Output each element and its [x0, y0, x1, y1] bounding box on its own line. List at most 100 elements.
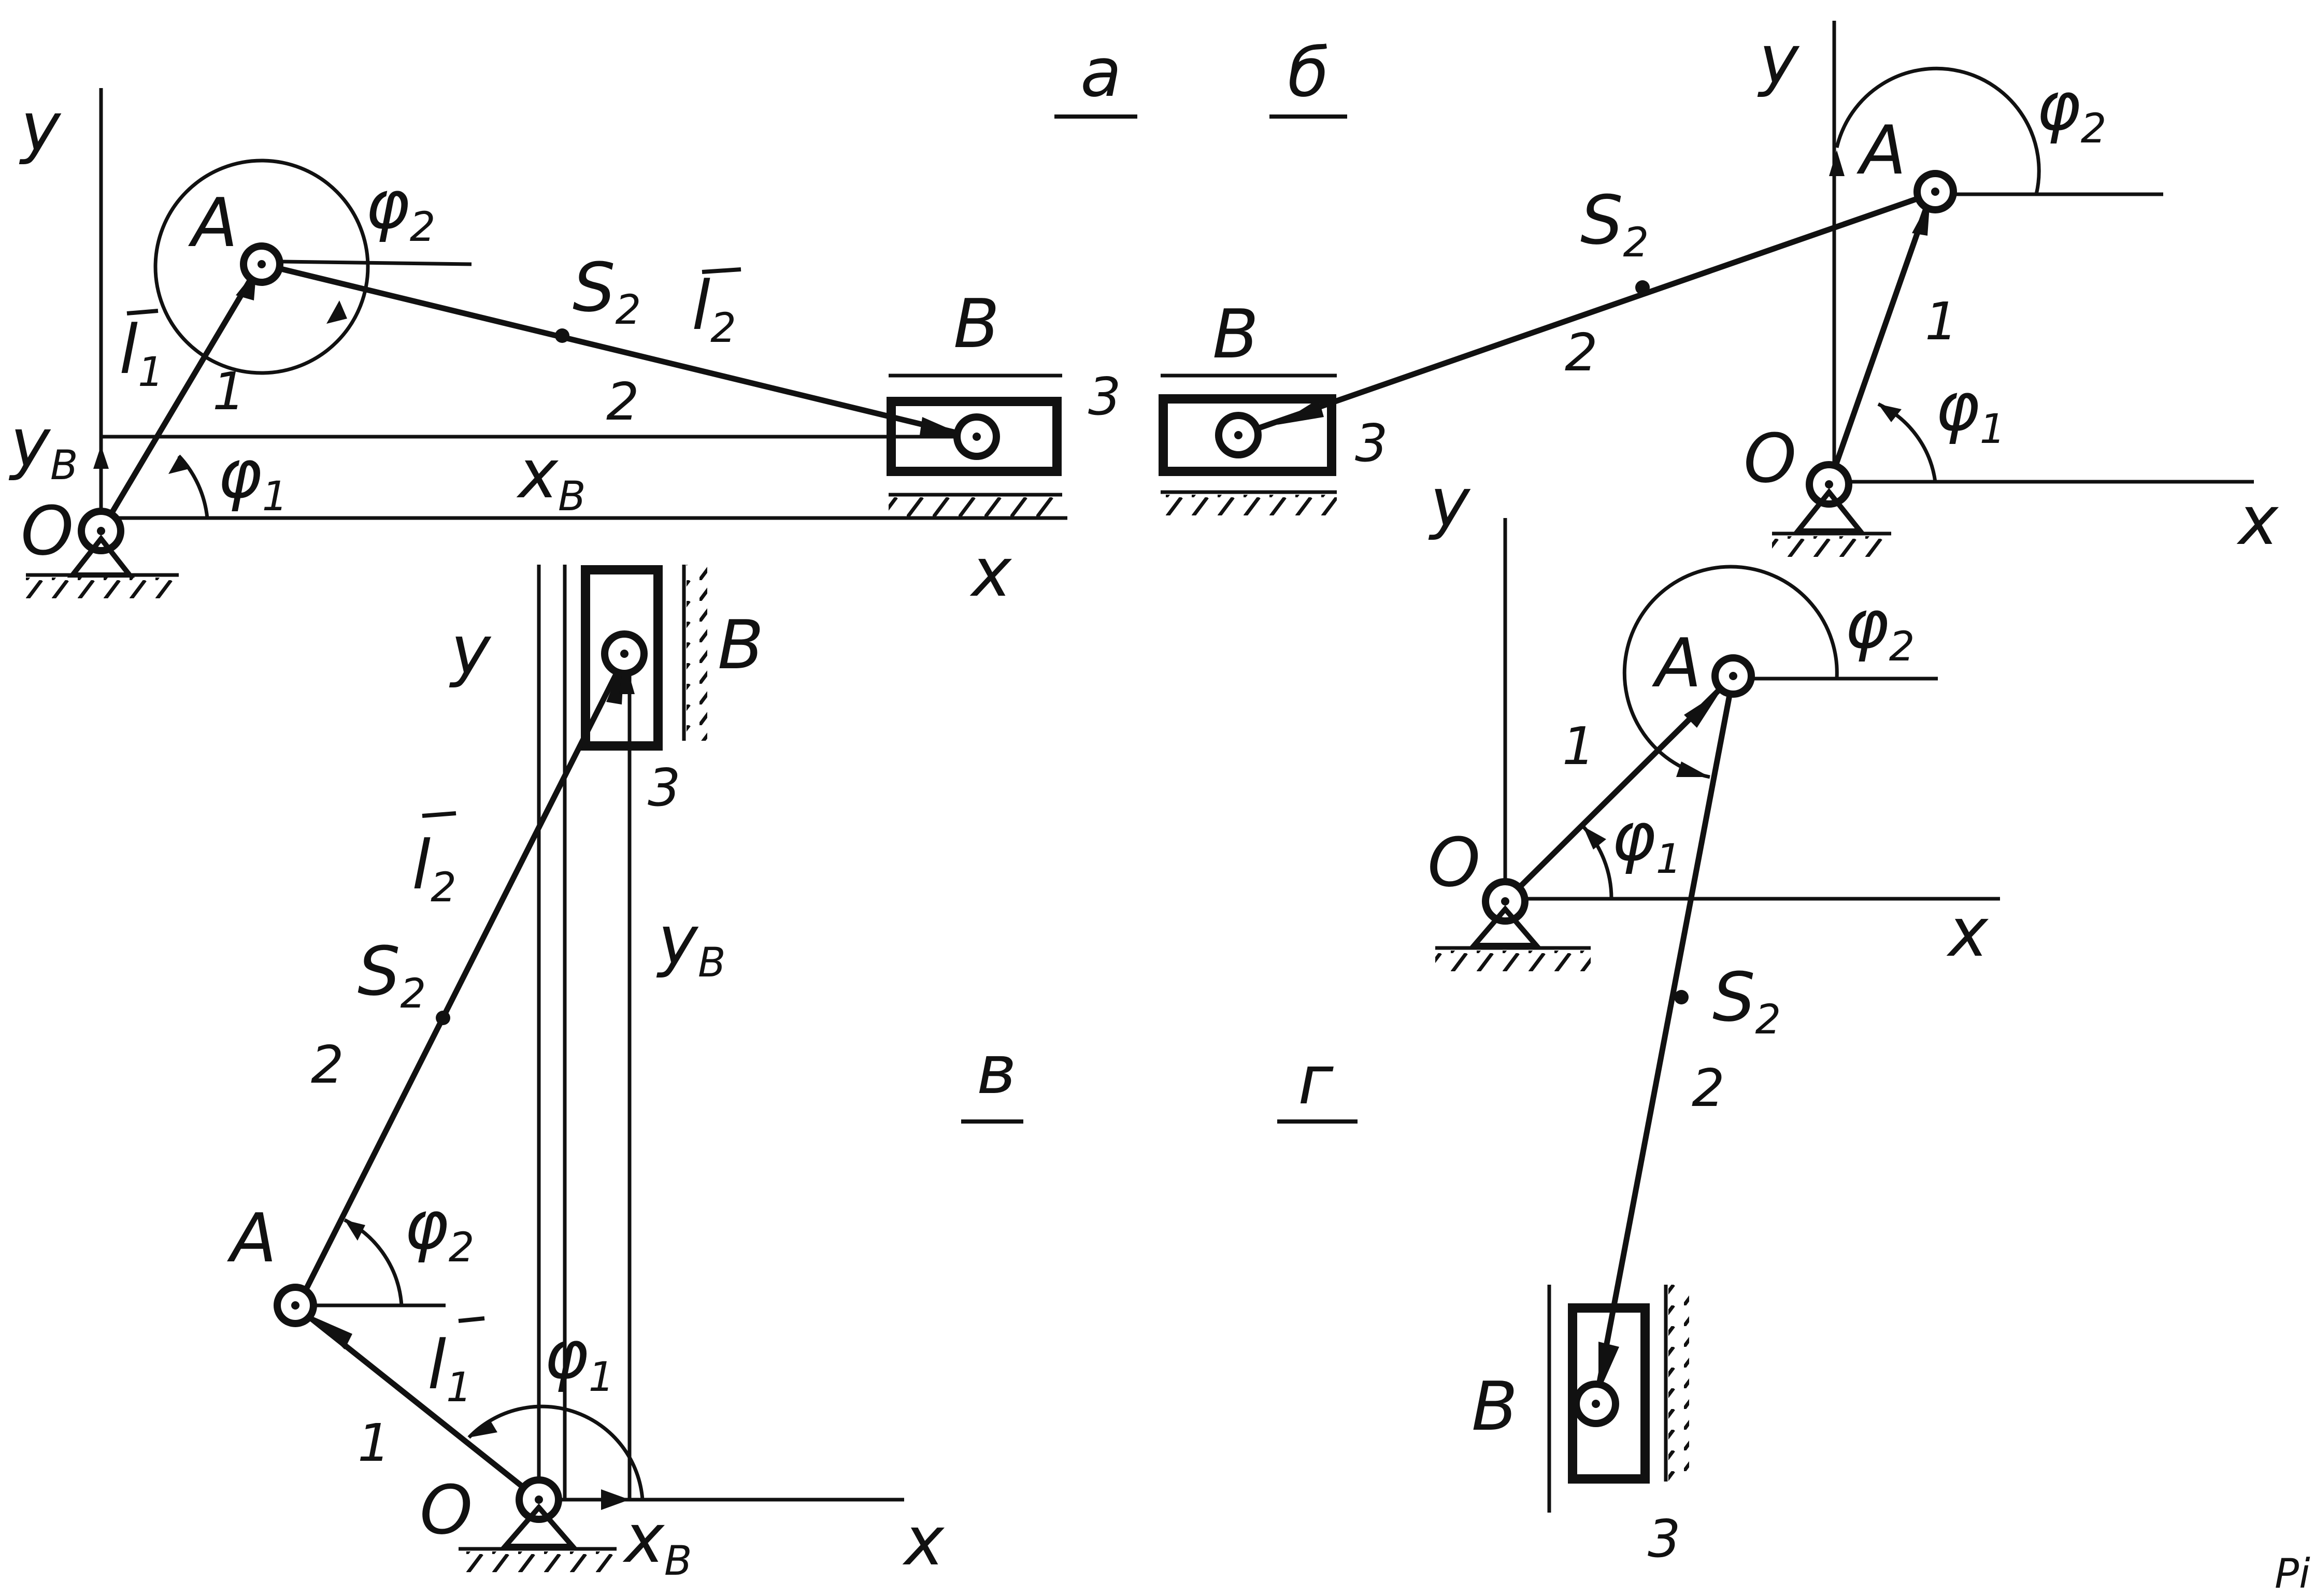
- panel-b-label-s2: S2: [1580, 181, 1649, 266]
- panel-a-link-1: [98, 268, 259, 533]
- panel-v-guide-hatch: [687, 565, 707, 741]
- panel-g-label-link-2: 2: [1692, 1058, 1725, 1118]
- panel-g-l1-arrow-icon: [1684, 692, 1720, 728]
- panel-v-label-s2: S2: [358, 932, 426, 1017]
- panel-a-point-s2: [555, 328, 569, 343]
- panel-a-label-link-3: 3: [1088, 366, 1121, 427]
- panel-a-label-y: y: [19, 88, 62, 166]
- panel-g-guide-hatch: [1668, 1285, 1689, 1482]
- panel-v-caption: в: [977, 1030, 1017, 1109]
- panel-g-slider-3: [1568, 1303, 1650, 1484]
- panel-b-label-phi1: φ1: [1935, 367, 2005, 453]
- panel-v-label-o: O: [420, 1471, 473, 1549]
- panel-b-label-b: B: [1212, 295, 1259, 373]
- panel-g-label-link-1: 1: [1562, 716, 1595, 777]
- panel-a-l2-arrow-icon: [920, 417, 964, 435]
- panel-a-slider-3: [887, 397, 1062, 476]
- panel-a-phi2-arrow-icon: [326, 300, 347, 324]
- panel-g-phi2-arc: [1622, 565, 1839, 779]
- panel-a-caption: а: [1080, 33, 1122, 112]
- panel-v-label-phi2: φ2: [404, 1186, 474, 1271]
- panel-a-l2-vector-bar: [702, 267, 741, 274]
- panel-g-l2-arrow-icon: [1598, 1342, 1619, 1393]
- panel-v-l2-vector-bar: [422, 811, 456, 818]
- panel-g-caption: г: [1298, 1041, 1334, 1119]
- panel-a-label-s2: S2: [573, 248, 641, 334]
- panel-g-label-x: x: [1946, 893, 1989, 972]
- panel-v-label-x: x: [902, 1502, 945, 1580]
- panel-g-link-2: [1593, 675, 1736, 1402]
- panel-g: y O A B x S2 φ2 φ1 1 2 3 г: [1277, 463, 2000, 1569]
- panel-a-phi1-arrow-icon: [168, 456, 189, 474]
- panel-b-label-x: x: [2236, 481, 2279, 560]
- panel-v-label-link-3: 3: [648, 757, 681, 818]
- panel-a-label-link-1: 1: [212, 361, 246, 422]
- panel-v-xb-arrow-icon: [601, 1489, 630, 1510]
- panel-v-l1-arrow-icon: [311, 1316, 352, 1349]
- panel-b-label-link-2: 2: [1565, 322, 1598, 383]
- panel-v-slider-3: [581, 565, 663, 751]
- panel-b-caption: б: [1288, 33, 1329, 112]
- panel-a-l1-vector-bar: [126, 309, 159, 315]
- panel-g-point-s2: [1674, 990, 1689, 1004]
- panel-a-label-xb: xB: [516, 435, 585, 520]
- panel-v-label-a: A: [227, 1199, 277, 1277]
- panel-g-ground-support: [1468, 905, 1542, 948]
- panel-b-label-a: A: [1856, 111, 1906, 190]
- panel-a-phi2-reference-line: [282, 260, 472, 266]
- panel-a-label-a: A: [188, 183, 238, 262]
- panel-g-ground-hatch: [1435, 951, 1591, 971]
- panel-g-label-y: y: [1428, 463, 1471, 542]
- panel-v-label-y: y: [449, 611, 492, 689]
- panel-b-point-s2: [1635, 280, 1650, 295]
- panel-b-label-phi2: φ2: [2036, 67, 2106, 152]
- panel-v-l1-vector-bar: [458, 1316, 485, 1323]
- panel-v-label-l2: l2: [412, 826, 456, 911]
- panel-g-label-phi1: φ1: [1611, 797, 1681, 883]
- panel-g-phi2-arrow-icon: [1676, 761, 1710, 777]
- panel-b-phi2-arc: [1835, 66, 2041, 195]
- panel-v-label-xb: xB: [622, 1499, 692, 1585]
- panel-v-ground-hatch: [459, 1551, 617, 1572]
- panel-v-ground-support: [499, 1503, 578, 1549]
- panel-v-label-yb: yB: [656, 901, 725, 986]
- panel-b-slider-3: [1159, 394, 1336, 476]
- panel-v-label-phi1: φ1: [544, 1315, 614, 1401]
- panel-g-phi1-arrow-icon: [1583, 826, 1606, 850]
- panel-b-phi1-arrow-icon: [1878, 404, 1902, 422]
- panel-a: y O A B x S2 l2 l1 φ2 φ1 yB xB 1 2 3 а: [8, 33, 1137, 612]
- panel-a-label-phi1: φ1: [218, 435, 288, 520]
- panel-b-phi2-arrow-icon: [1829, 150, 1845, 176]
- panel-g-label-o: O: [1427, 823, 1480, 902]
- panel-b-label-o: O: [1744, 419, 1796, 498]
- panel-a-label-l2: l2: [692, 266, 736, 352]
- panel-v-phi1-arrow-icon: [469, 1419, 497, 1437]
- corner-mark: Рі: [2275, 1551, 2310, 1593]
- panel-v-label-l1: l1: [427, 1326, 472, 1411]
- panel-a-label-b: B: [953, 284, 999, 363]
- panel-b-guide-hatch: [1161, 495, 1337, 515]
- panel-g-label-link-3: 3: [1648, 1508, 1681, 1569]
- panel-a-label-phi2: φ2: [365, 165, 435, 251]
- panel-a-ground-hatch: [26, 578, 179, 598]
- panel-v-label-b: B: [718, 606, 764, 684]
- panel-g-label-a: A: [1652, 624, 1702, 702]
- panel-b-ground-support: [1792, 487, 1866, 534]
- panel-a-label-x: x: [969, 533, 1012, 612]
- panel-g-label-phi2: φ2: [1845, 585, 1915, 670]
- panel-b-link-2: [1237, 191, 1931, 438]
- panel-b-l2-arrow-icon: [1277, 399, 1324, 425]
- panel-a-guide-hatch: [889, 497, 1062, 518]
- panel-g-label-s2: S2: [1712, 958, 1781, 1043]
- panel-v-label-link-2: 2: [311, 1034, 344, 1095]
- panel-b-label-y: y: [1757, 20, 1800, 99]
- panel-v-phi2-arrow-icon: [345, 1220, 365, 1241]
- panel-v-label-link-1: 1: [358, 1413, 391, 1473]
- panel-v: y O A B x S2 l2 l1 φ2 φ1 yB xB 1 2 3 в: [227, 565, 1023, 1585]
- panel-b-label-link-1: 1: [1925, 291, 1958, 352]
- panel-b-link-1: [1826, 196, 1933, 485]
- panel-a-link-2: [261, 261, 967, 438]
- panel-a-yb-arrow-icon: [93, 445, 109, 469]
